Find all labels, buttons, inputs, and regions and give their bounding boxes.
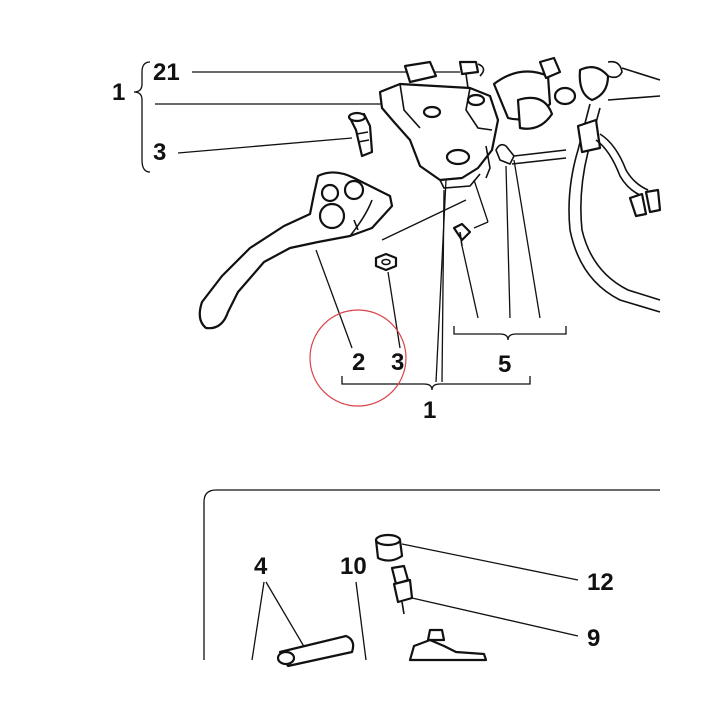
inset-frame bbox=[203, 489, 660, 660]
pivot-screw-3 bbox=[347, 111, 374, 158]
label-12: 12 bbox=[587, 569, 614, 596]
leader-3-mid bbox=[387, 271, 401, 349]
rubber-boot-12 bbox=[374, 533, 404, 562]
leader-3-top bbox=[177, 137, 353, 154]
label-3-top: 3 bbox=[153, 139, 166, 166]
reservoir-fitting bbox=[492, 56, 661, 130]
label-5: 5 bbox=[498, 351, 511, 378]
pivot-pin-4 bbox=[276, 634, 355, 668]
leader-2 bbox=[315, 249, 353, 349]
brake-switch-9 bbox=[390, 564, 414, 615]
leader-12 bbox=[401, 543, 579, 581]
label-1-bottom: 1 bbox=[423, 397, 436, 424]
master-cylinder-body bbox=[378, 60, 500, 189]
leader-screw-join bbox=[473, 221, 489, 229]
leader-4-a bbox=[251, 581, 265, 661]
switch-screw bbox=[452, 222, 472, 247]
leader-9 bbox=[411, 597, 579, 637]
leader-5-c bbox=[513, 159, 541, 319]
curly-brace-top bbox=[133, 61, 151, 173]
lower-component bbox=[408, 628, 488, 662]
screw-21 bbox=[458, 60, 485, 89]
leader-body-to-screw bbox=[473, 179, 489, 223]
bracket-1-bottom bbox=[341, 376, 531, 391]
leader-4-b bbox=[265, 581, 307, 651]
brake-lever bbox=[198, 171, 394, 330]
label-9: 9 bbox=[587, 625, 600, 652]
leader-5-b bbox=[505, 165, 511, 319]
leader-nut-to-body bbox=[381, 199, 467, 241]
label-3-mid: 3 bbox=[391, 349, 404, 376]
leader-5-a bbox=[461, 245, 479, 319]
label-10: 10 bbox=[340, 553, 367, 580]
switch-wires bbox=[485, 143, 567, 179]
leader-1-bottom-a bbox=[435, 179, 447, 383]
label-2: 2 bbox=[352, 349, 365, 376]
label-1-top: 1 bbox=[112, 79, 125, 106]
brace-group-top-left: 1 21 3 bbox=[112, 59, 180, 173]
leader-1-bottom-b bbox=[441, 189, 445, 383]
brake-hose bbox=[568, 103, 662, 313]
leader-10 bbox=[355, 581, 367, 661]
label-4: 4 bbox=[254, 553, 268, 580]
label-21: 21 bbox=[153, 59, 180, 86]
highlight-circle bbox=[309, 309, 407, 407]
nut-3 bbox=[374, 252, 398, 272]
bracket-5 bbox=[453, 326, 567, 341]
